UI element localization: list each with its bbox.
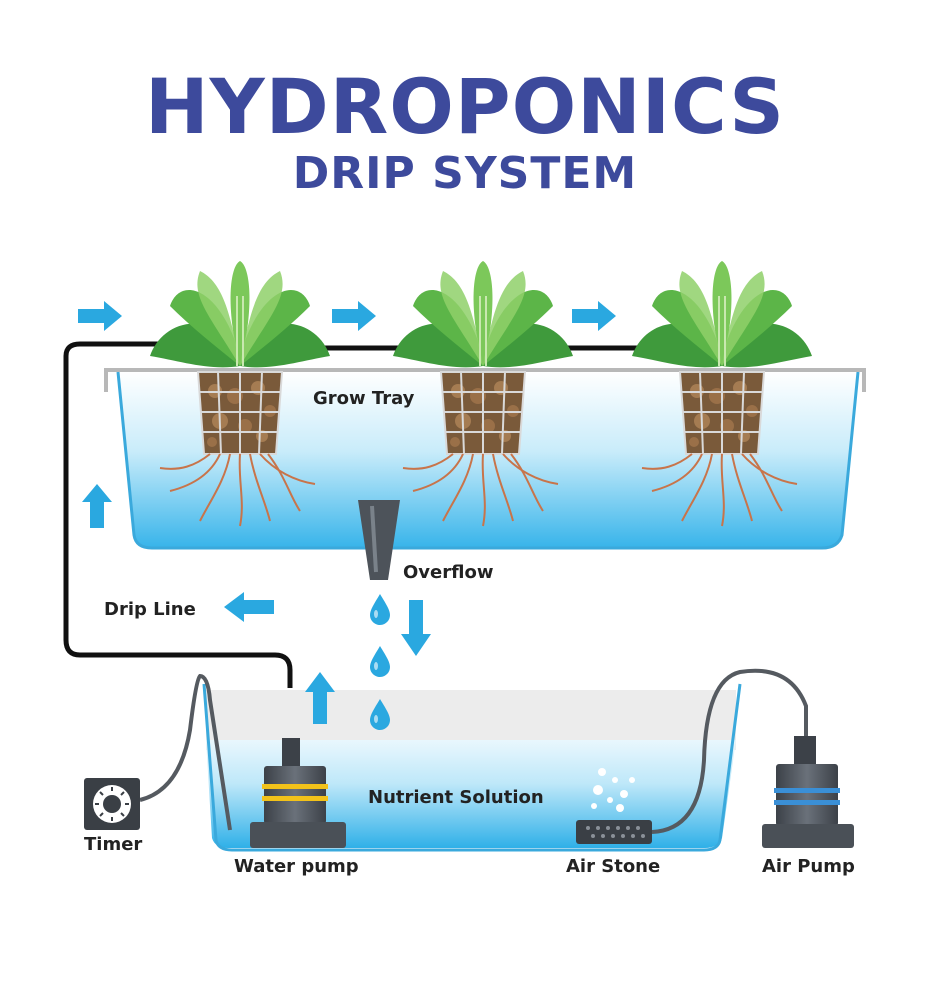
up-arrow-icon (82, 484, 112, 528)
label-water-pump: Water pump (234, 856, 359, 877)
label-timer: Timer (84, 834, 143, 855)
down-arrow-icon (401, 600, 431, 656)
flow-arrow-icon (572, 301, 616, 331)
air-pump (762, 736, 854, 848)
grow-tray (104, 368, 866, 550)
water-pump (250, 738, 346, 848)
air-stone (576, 668, 808, 844)
title: HYDROPONICS (145, 62, 785, 151)
up-arrow-icon (305, 672, 335, 724)
flow-arrow-icon (332, 301, 376, 331)
label-air-stone: Air Stone (566, 856, 661, 877)
label-overflow: Overflow (403, 562, 494, 583)
label-nutrient-solution: Nutrient Solution (368, 787, 544, 808)
label-grow-tray: Grow Tray (313, 388, 415, 409)
flow-arrow-icon (78, 301, 122, 331)
overflow-pipe (358, 500, 400, 580)
subtitle: DRIP SYSTEM (292, 148, 638, 199)
timer-device (84, 673, 232, 831)
label-air-pump: Air Pump (762, 856, 855, 877)
water-drop-icon (370, 646, 390, 677)
left-arrow-icon (224, 592, 274, 622)
water-drop-icon (370, 594, 390, 625)
label-drip-line: Drip Line (104, 599, 196, 620)
